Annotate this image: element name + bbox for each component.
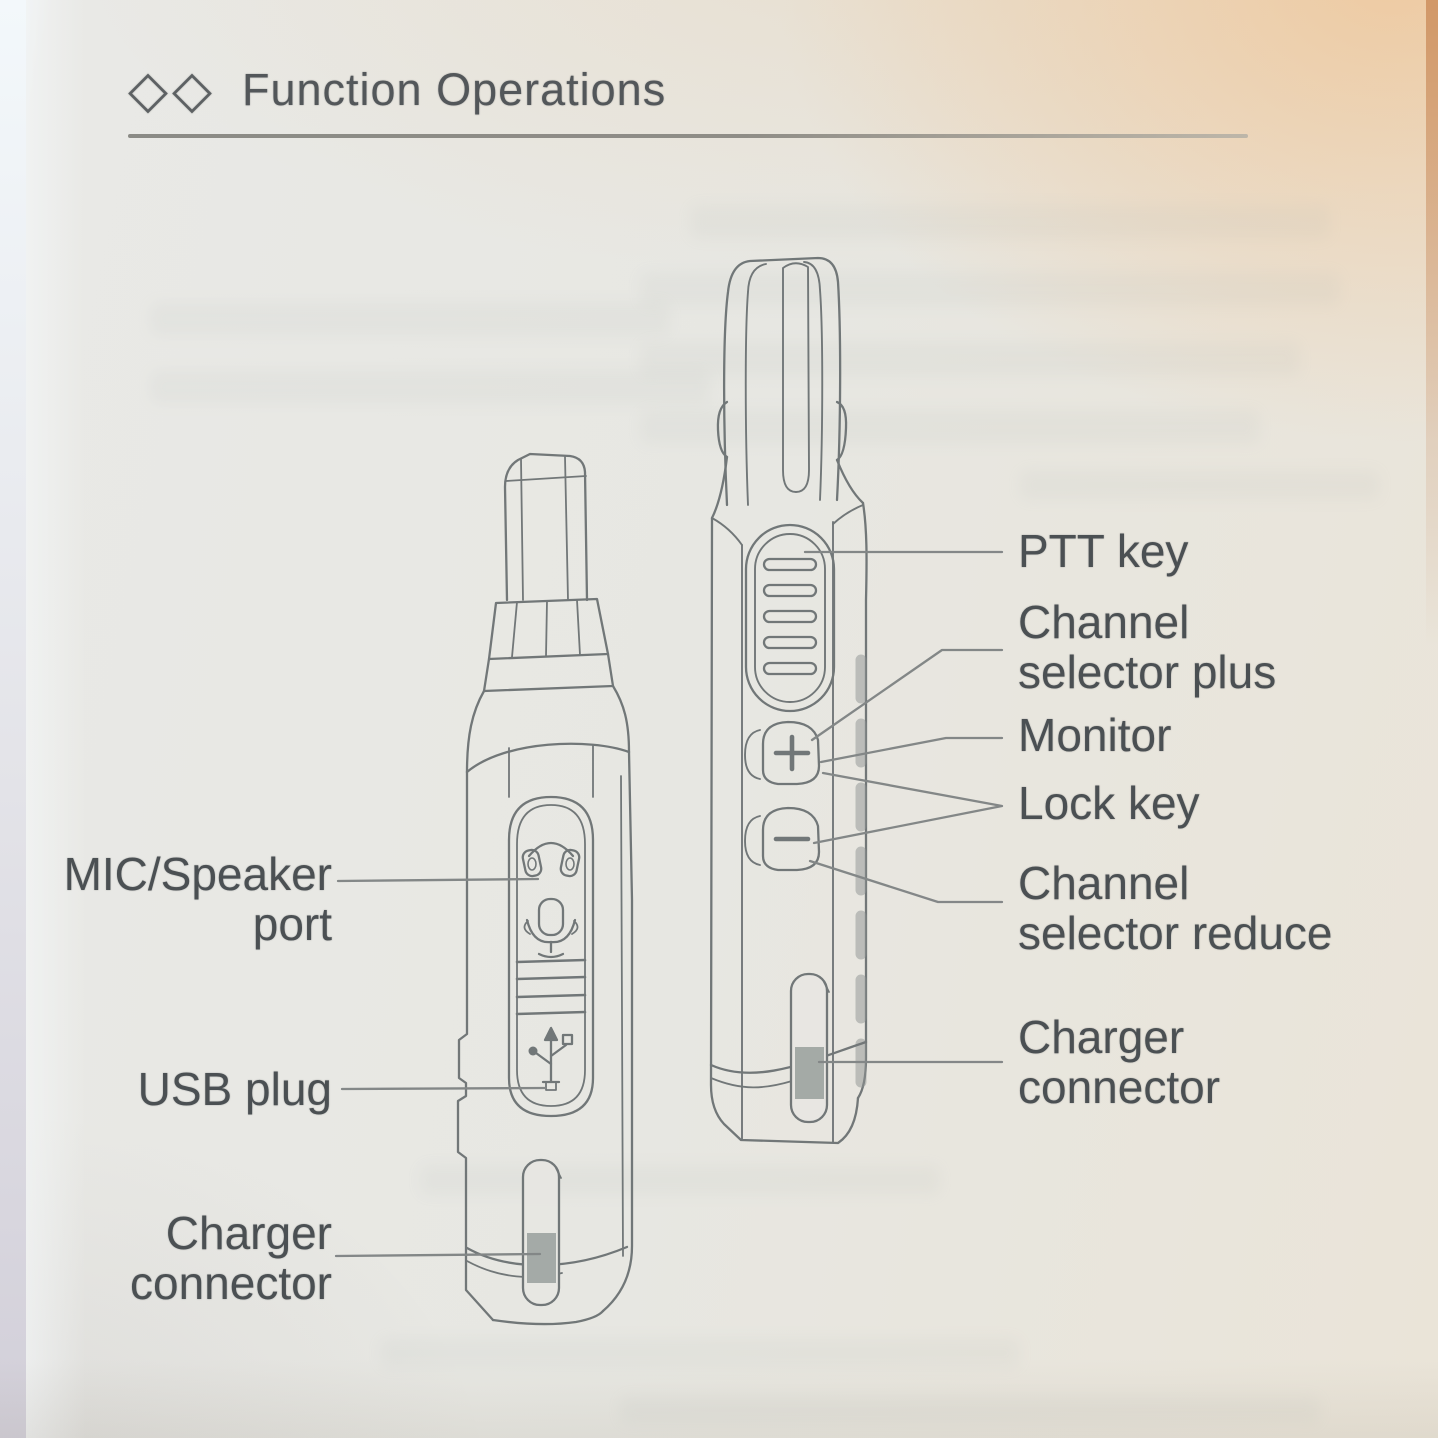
bleedthrough-text — [150, 302, 670, 336]
headset-icon — [521, 841, 581, 878]
page-right-edge — [1426, 0, 1438, 648]
charger-slot — [521, 1158, 562, 1307]
section-heading: ◇◇ Function Operations — [128, 60, 666, 120]
bleedthrough-text — [1020, 470, 1380, 500]
callout-ptt-key: PTT key — [1018, 525, 1189, 577]
callout-charger-connector-right: Charger connector — [1018, 1011, 1221, 1113]
antenna — [710, 256, 865, 520]
bleedthrough-text — [640, 272, 1340, 306]
ptt-key — [744, 523, 836, 713]
heading-underline — [128, 134, 1248, 138]
bleedthrough-text — [640, 342, 1300, 376]
page-left-edge-fade — [26, 0, 86, 1438]
channel-minus-button — [744, 806, 821, 872]
charger-slot — [789, 972, 830, 1124]
bleedthrough-text — [620, 1396, 1320, 1424]
page-left-edge — [0, 0, 26, 1438]
bleedthrough-text — [640, 410, 1260, 444]
page-title: Function Operations — [241, 64, 667, 115]
callout-mic-speaker-port: MIC/Speaker port — [63, 848, 332, 950]
diamond-icon: ◇◇ — [128, 61, 216, 119]
left-radio-side-view — [456, 452, 634, 1326]
bleedthrough-text — [150, 370, 710, 404]
page-bottom-shadow — [0, 1358, 1438, 1438]
callout-channel-selector-plus: Channel selector plus — [1018, 596, 1277, 698]
leader-usb — [340, 1086, 547, 1091]
callout-channel-selector-reduce: Channel selector reduce — [1018, 857, 1333, 959]
bleedthrough-text — [380, 1338, 1020, 1368]
charger-contact — [795, 1047, 824, 1099]
antenna — [482, 452, 615, 693]
callout-lock-key: Lock key — [1018, 777, 1200, 829]
usb-icon — [528, 1026, 574, 1091]
leader-lines — [334, 550, 1004, 1258]
callout-usb-plug: USB plug — [137, 1063, 332, 1115]
leader-mic-speaker — [336, 877, 540, 883]
port-panel — [507, 795, 595, 1118]
leader-channel-plus — [810, 648, 1004, 742]
right-radio-side-view — [709, 256, 868, 1145]
channel-plus-button — [744, 720, 821, 786]
leader-lock — [812, 771, 1004, 845]
leader-channel-reduce — [808, 859, 1004, 904]
leader-charger-left — [334, 1252, 542, 1258]
microphone-icon — [523, 897, 579, 959]
leader-monitor — [819, 736, 1004, 764]
charger-contact — [527, 1233, 556, 1283]
bleedthrough-text — [420, 1165, 940, 1195]
radio-body — [456, 684, 634, 1326]
callout-charger-connector-left: Charger connector — [129, 1207, 332, 1309]
plus-icon — [773, 734, 811, 772]
radio-body — [709, 501, 868, 1145]
bleedthrough-text — [690, 205, 1330, 239]
callout-monitor: Monitor — [1018, 709, 1172, 761]
